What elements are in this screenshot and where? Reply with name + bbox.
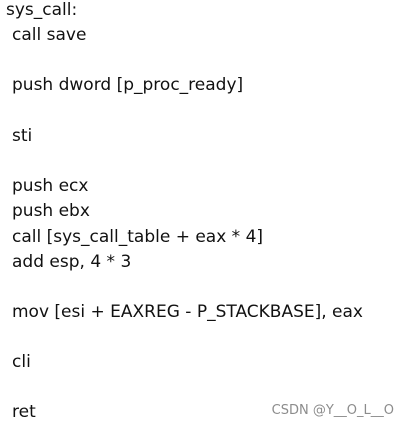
code-line-push-dword: push dword [p_proc_ready] (12, 75, 244, 95)
code-line-call-table: call [sys_call_table + eax * 4] (12, 227, 264, 247)
code-line-push-ebx: push ebx (12, 201, 90, 221)
code-line-ret: ret (12, 402, 36, 422)
code-line-mov: mov [esi + EAXREG - P_STACKBASE], eax (12, 302, 363, 322)
label-sys-call: sys_call: (6, 0, 78, 20)
code-line-cli: cli (12, 352, 31, 372)
watermark-text: CSDN @Y__O_L__O (271, 403, 394, 418)
code-line-push-ecx: push ecx (12, 176, 89, 196)
code-line-add-esp: add esp, 4 * 3 (12, 252, 132, 272)
code-line-sti: sti (12, 126, 33, 146)
code-line-call-save: call save (12, 25, 87, 45)
